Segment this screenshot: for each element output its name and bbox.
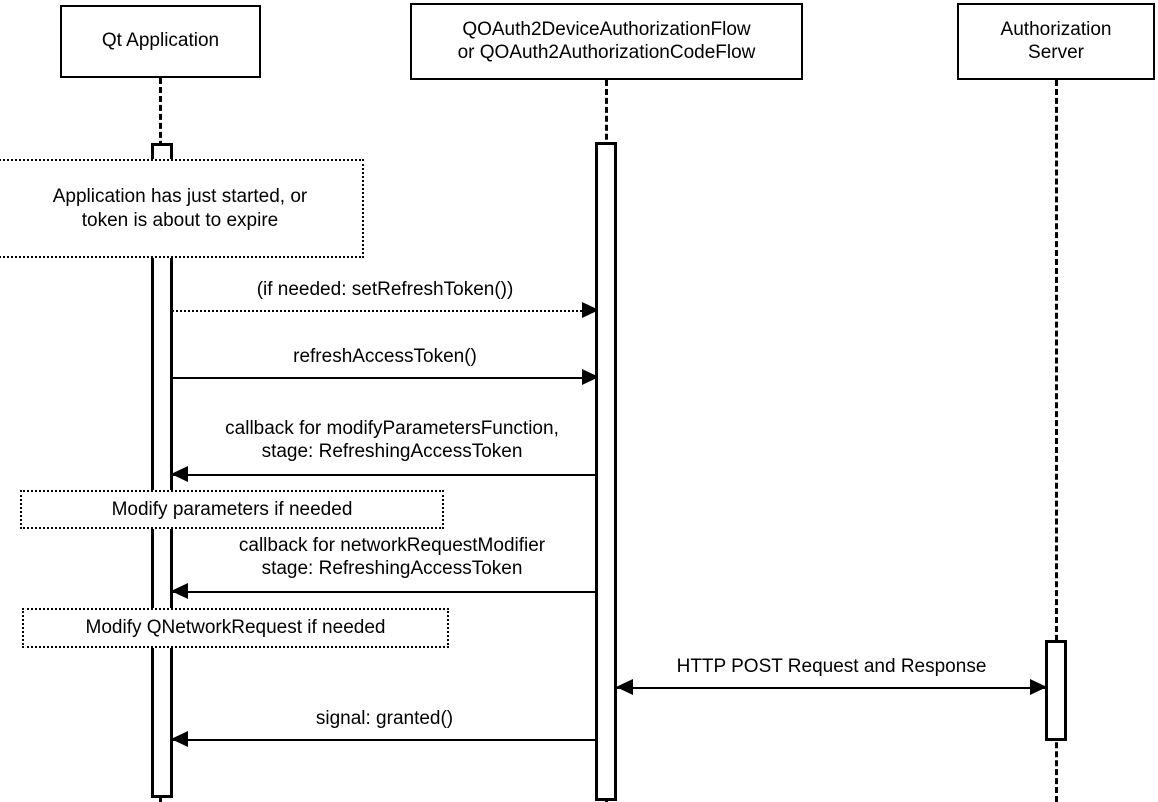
message-line <box>617 687 1046 689</box>
arrowhead-left-icon <box>171 583 188 599</box>
message-line <box>172 310 598 312</box>
message-label-line: refreshAccessToken() <box>293 346 477 367</box>
note-text-line: Application has just started, or <box>52 185 308 207</box>
participant-label-line: or QOAuth2AuthorizationCodeFlow <box>457 41 756 63</box>
message-label-line: signal: granted() <box>315 708 454 729</box>
activation-oauth2-flow <box>595 142 617 801</box>
message-label: HTTP POST Request and Response <box>617 655 1046 678</box>
message-label-line: callback for modifyParametersFunction, <box>225 418 559 439</box>
arrowhead-right-icon <box>582 302 599 318</box>
participant-label-line: Authorization <box>1000 19 1112 41</box>
message-label: refreshAccessToken() <box>172 345 598 368</box>
arrowhead-left-icon <box>171 466 188 482</box>
note-text: Modify parameters if needed <box>112 498 353 522</box>
participant-label-line: Qt Application <box>101 30 220 52</box>
message-line <box>172 591 612 593</box>
participant-box-qt-application[interactable]: Qt Application <box>60 5 261 78</box>
message-label-line: HTTP POST Request and Response <box>676 656 987 677</box>
note-modify-qnetworkrequest: Modify QNetworkRequest if needed <box>22 608 449 648</box>
message-label-line: stage: RefreshingAccessToken <box>261 441 523 463</box>
note-text-line: Modify QNetworkRequest if needed <box>85 617 386 639</box>
message-label-line: (if needed: setRefreshToken()) <box>256 279 514 300</box>
message-label-line: callback for networkRequestModifier <box>238 535 546 556</box>
message-label: signal: granted() <box>172 707 597 730</box>
message-line <box>172 739 597 741</box>
note-text-line: Modify parameters if needed <box>111 498 353 520</box>
arrowhead-right-icon <box>1030 679 1047 695</box>
lifeline-authorization-server <box>1055 80 1058 802</box>
message-label: (if needed: setRefreshToken()) <box>172 278 598 301</box>
message-line <box>172 377 598 379</box>
message-label-line: stage: RefreshingAccessToken <box>261 558 523 580</box>
participant-label: Qt Application <box>102 30 219 52</box>
arrowhead-right-icon <box>582 369 599 385</box>
note-text: Modify QNetworkRequest if needed <box>86 616 386 640</box>
participant-label-line: QOAuth2DeviceAuthorizationFlow <box>462 19 751 41</box>
message-line <box>172 474 612 476</box>
note-modify-parameters: Modify parameters if needed <box>20 490 444 529</box>
arrowhead-left-icon <box>616 679 633 695</box>
arrowhead-left-icon <box>171 731 188 747</box>
activation-authorization-server <box>1045 640 1067 741</box>
note-text-line: token is about to expire <box>81 209 279 231</box>
message-label: callback for modifyParametersFunction,st… <box>172 417 612 463</box>
participant-label-line: Server <box>1028 41 1084 63</box>
